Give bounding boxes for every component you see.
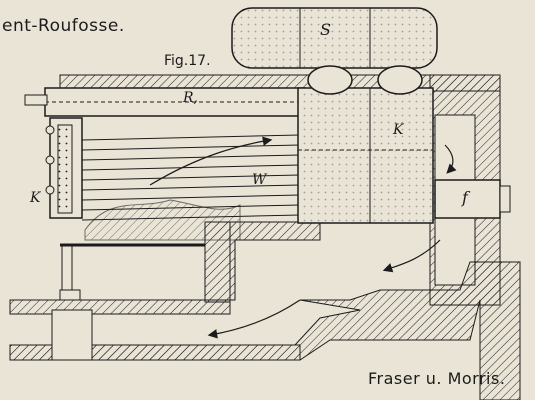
steam-drum xyxy=(231,7,438,95)
gas-flow-arrows xyxy=(149,136,457,339)
right-chamber xyxy=(297,87,434,224)
left-header xyxy=(24,94,83,219)
front-support xyxy=(51,245,93,361)
label-chamber-right: K xyxy=(393,122,404,138)
label-water-tubes: W xyxy=(252,172,267,188)
label-chamber-left: K xyxy=(30,190,41,206)
caption-bottom: Fraser u. Morris. xyxy=(368,369,506,388)
label-flue-outlet: f xyxy=(462,188,468,207)
label-steam-dome: S xyxy=(320,20,331,39)
boiler-shell xyxy=(44,87,306,117)
label-flue-upper: R, xyxy=(183,90,198,106)
caption-top: ent-Roufosse. xyxy=(2,16,125,36)
fire-grate xyxy=(60,199,241,247)
figure-number: Fig.17. xyxy=(164,53,211,69)
flue-outlet xyxy=(434,179,511,219)
